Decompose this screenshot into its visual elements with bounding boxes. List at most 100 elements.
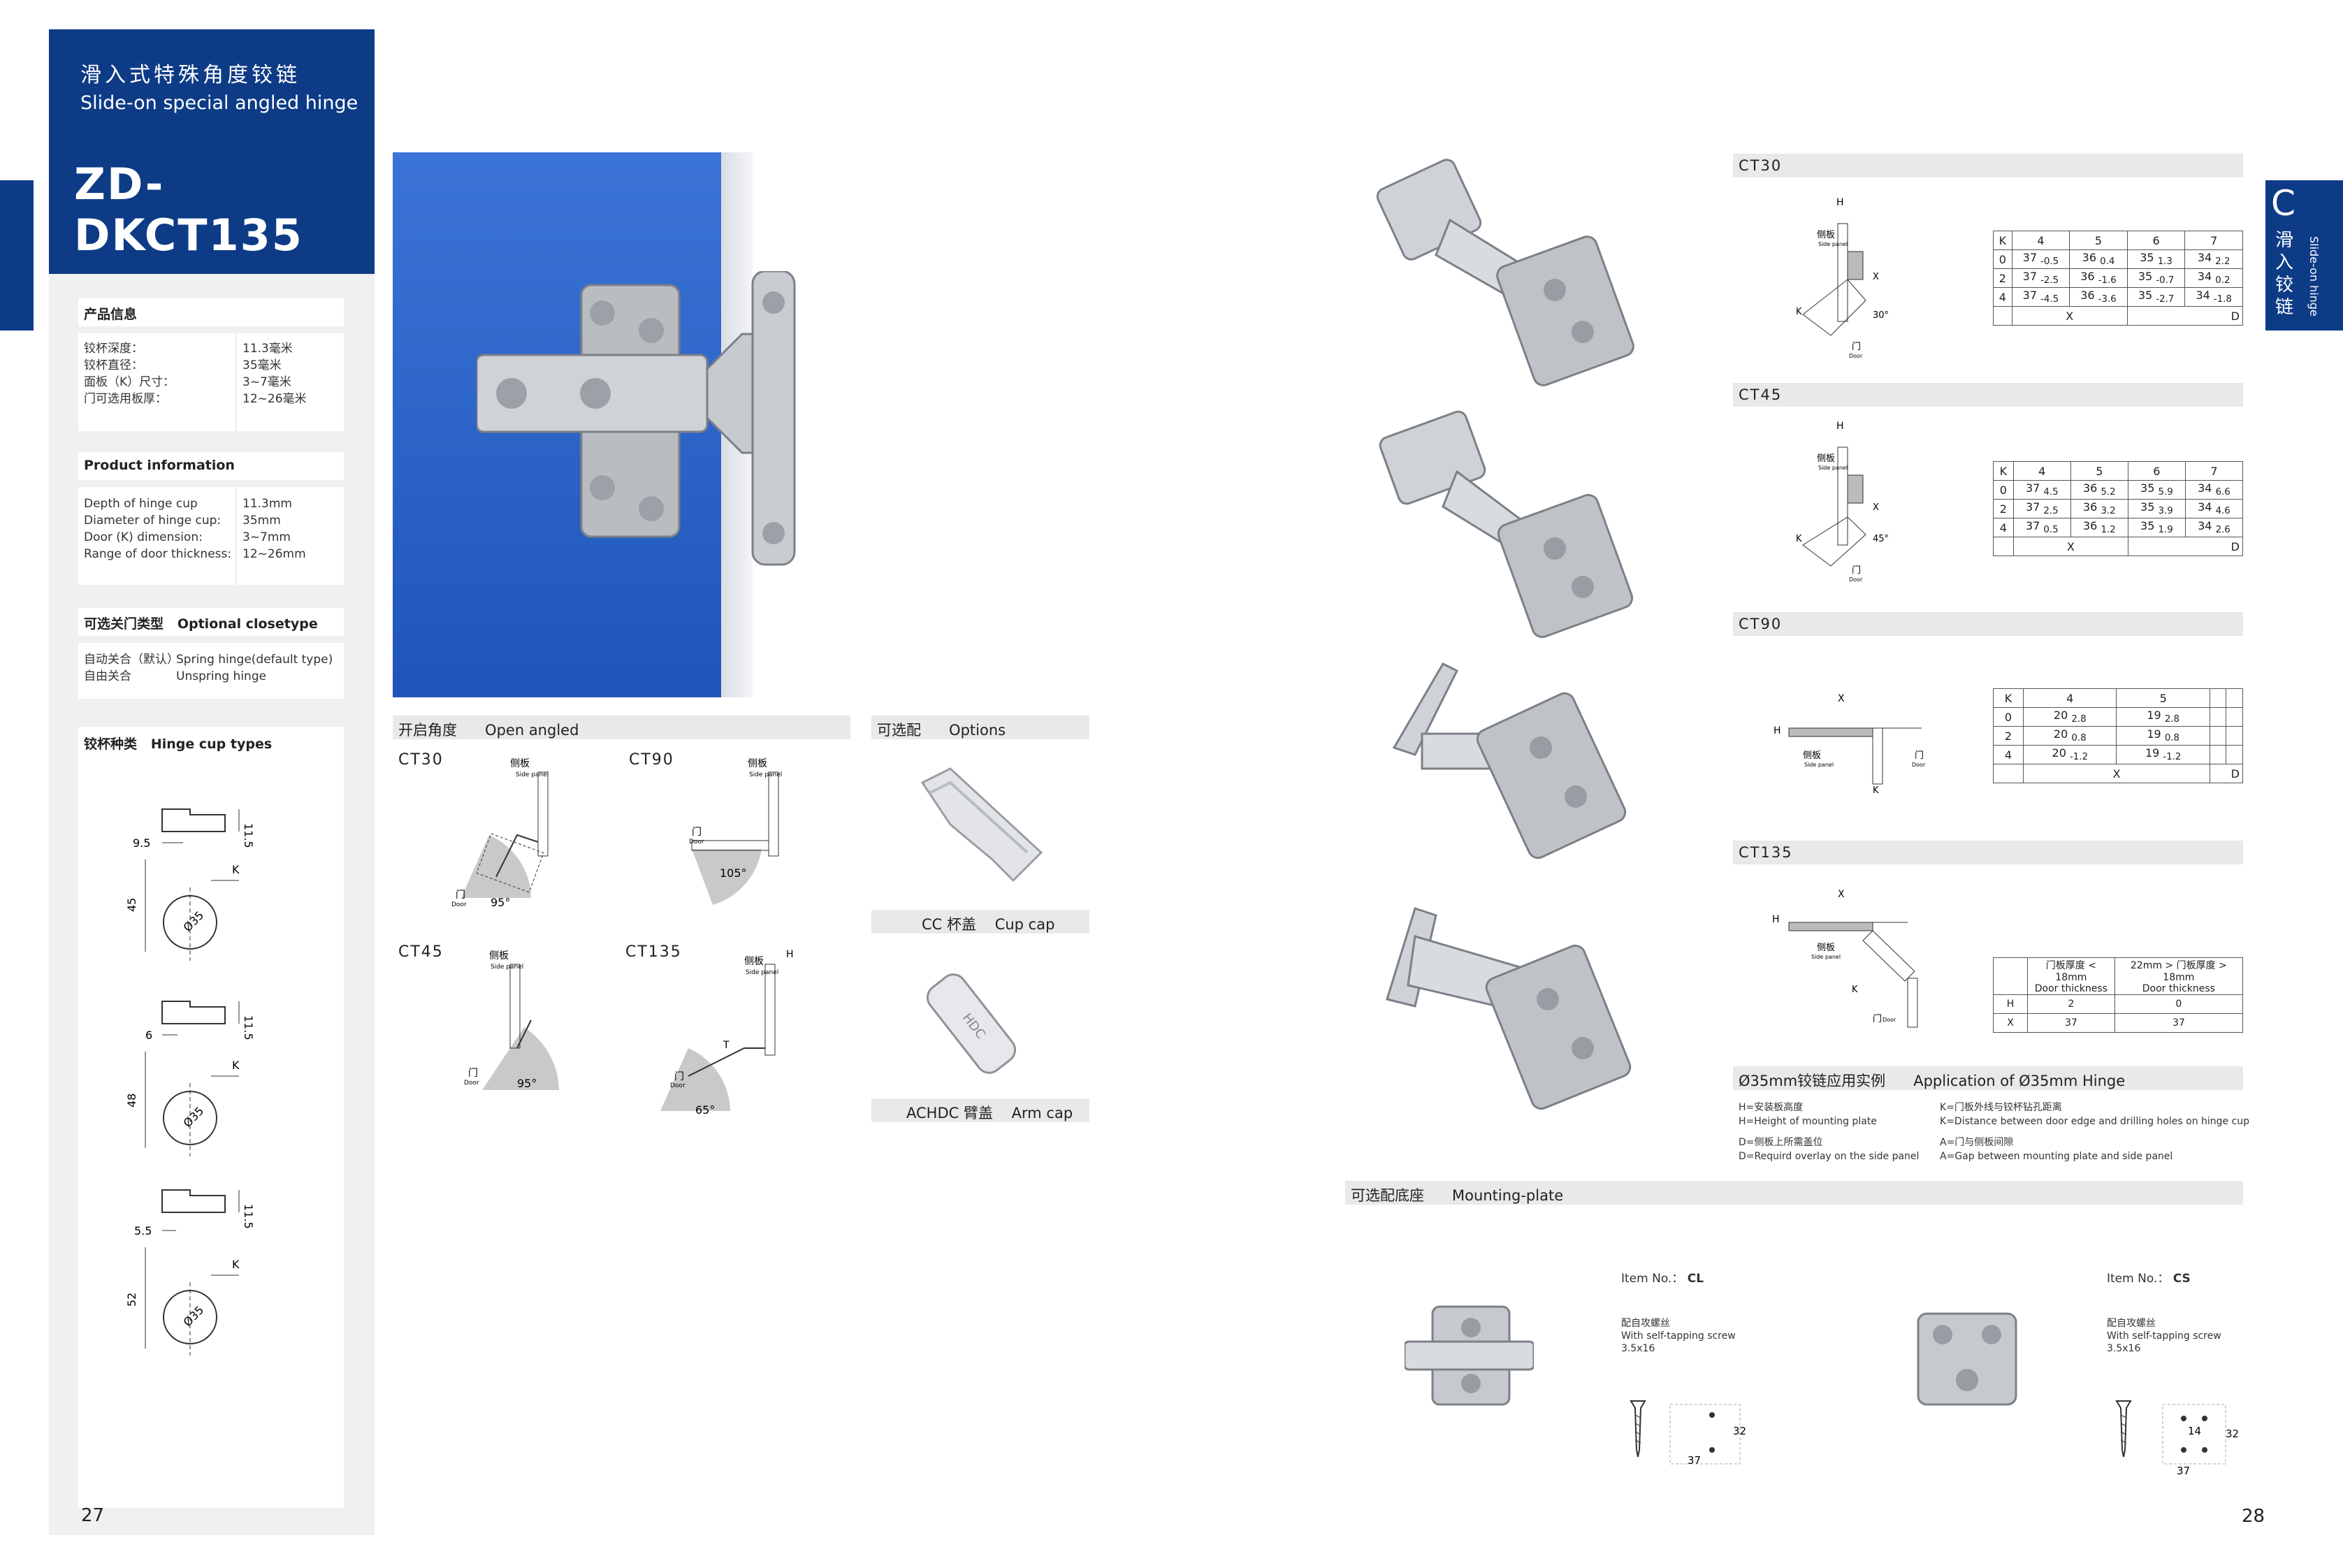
svg-text:侧板: 侧板 (748, 758, 767, 769)
svg-text:H: H (1772, 914, 1780, 925)
model-number: ZD-DKCT135 (74, 159, 303, 261)
angle-ct30-value: 95° (491, 896, 510, 909)
ct90-heading: CT90 (1739, 616, 1783, 632)
svg-text:37: 37 (2177, 1465, 2190, 1477)
ct30-bar: CT30 (1733, 154, 2243, 177)
title-cn: 滑入式特殊角度铰链 (80, 63, 300, 87)
cup-1-diameter: Ø35 (181, 908, 207, 934)
svg-text:侧板: 侧板 (1817, 453, 1835, 464)
application-bar: Ø35mm铰链应用实例 Application of Ø35mm Hinge (1733, 1066, 2243, 1090)
svg-text:Door: Door (670, 1082, 686, 1089)
svg-text:32: 32 (1733, 1425, 1746, 1437)
svg-text:X: X (1838, 693, 1845, 704)
svg-text:侧板: 侧板 (1817, 230, 1835, 240)
svg-text:32: 32 (2226, 1428, 2239, 1440)
svg-text:H: H (1836, 421, 1844, 432)
svg-text:H: H (786, 949, 794, 960)
cup-cap-icon (920, 767, 1043, 883)
mounting-cl-item: Item No.： CL (1621, 1272, 1704, 1286)
title-en: Slide-on special angled hinge (80, 92, 358, 114)
options-bar: 可选配 Options (871, 716, 1089, 739)
cup-type-diagram-2: 11.5 6 Ø35 48 K (127, 1001, 255, 1156)
ct30-diagram: H 侧板 Side panel X 30° K 门 Door (1796, 197, 1889, 359)
open-angled-bar: 开启角度 Open angled (393, 716, 850, 739)
cup-type-diagram-3: 11.5 5.5 Ø35 52 K (127, 1189, 255, 1356)
section-en: Slide-on hinge (2307, 236, 2321, 317)
product-info-en-values: 11.3mm 35mm 3~7mm 12~26mm (242, 497, 306, 561)
arm-cap-icon: HDC (926, 973, 1017, 1074)
ct90-bar: CT90 (1733, 612, 2243, 636)
mounting-plate-cs-photo (1917, 1312, 2017, 1406)
cup-3-diameter: Ø35 (181, 1303, 207, 1329)
product-info-heading-en: Product information (84, 458, 235, 473)
product-info-heading-cn: 产品信息 (84, 307, 138, 322)
ct30-heading: CT30 (1739, 157, 1783, 174)
ct30-angle: 30° (1873, 310, 1889, 321)
ct135-bar: CT135 (1733, 841, 2243, 864)
svg-text:Door: Door (451, 901, 467, 908)
mounting-cl-screw: 配自攻螺丝 With self-tapping screw 3.5x16 (1621, 1318, 1736, 1354)
cup-1-k: K (232, 863, 240, 876)
cup-2-offset: 6 (145, 1029, 152, 1042)
svg-text:门: 门 (692, 827, 702, 838)
product-info-cn-box: 铰杯深度： 铰杯直径： 面板（K）尺寸： 门可选用板厚： 11.3毫米 35毫米… (78, 333, 344, 431)
mounting-cs-item: Item No.： CS (2107, 1272, 2191, 1286)
mounting-plate-cl-photo (1405, 1305, 1534, 1406)
svg-text:Door: Door (1849, 353, 1863, 359)
section-letter: C (2271, 183, 2295, 224)
closetype-heading: 可选关门类型 Optional closetype (84, 616, 318, 632)
mounting-bar: 可选配底座 Mounting-plate (1345, 1181, 2243, 1205)
angle-ct45: CT45 侧板 Side panel 门 Door 95° (398, 943, 608, 1111)
svg-text:侧板: 侧板 (744, 956, 764, 967)
cup-2-height: 11.5 (242, 1015, 255, 1040)
closetype-box: 自动关合（默认） 自由关合 Spring hinge(default type)… (78, 643, 344, 699)
svg-text:Side panel: Side panel (516, 771, 549, 778)
svg-text:Door: Door (464, 1080, 479, 1087)
ct45-diagram: H 侧板 Side panel X 45° K 门 Door (1796, 421, 1889, 583)
ct45-angle: 45° (1873, 534, 1889, 544)
closetype-heading-box: 可选关门类型 Optional closetype (78, 608, 344, 636)
cup-1-height: 11.5 (242, 823, 255, 848)
svg-text:K: K (1852, 985, 1858, 995)
angle-ct90-value: 105° (720, 866, 747, 880)
cup-3-height: 11.5 (242, 1204, 255, 1229)
open-angled-heading: 开启角度 Open angled (398, 722, 579, 739)
cup-1-distance: 45 (127, 898, 138, 912)
ct45-heading: CT45 (1739, 386, 1783, 403)
svg-text:H: H (1836, 197, 1844, 208)
options-heading: 可选配 Options (877, 722, 1006, 739)
svg-text:K: K (1796, 307, 1802, 317)
svg-text:门: 门 (468, 1068, 478, 1079)
svg-text:Side panel: Side panel (746, 969, 778, 976)
mounting-cs-screw: 配自攻螺丝 With self-tapping screw 3.5x16 (2107, 1318, 2221, 1354)
cup-2-distance: 48 (127, 1094, 138, 1108)
svg-text:H: H (1773, 725, 1781, 736)
ct45-bar: CT45 (1733, 383, 2243, 407)
angle-ct30: CT30 侧板 Side panel 门 Door 95° (398, 751, 549, 909)
application-heading: Ø35mm铰链应用实例 Application of Ø35mm Hinge (1739, 1073, 2126, 1089)
svg-text:侧板: 侧板 (1803, 750, 1821, 761)
svg-text:Door: Door (1849, 576, 1863, 583)
section-tab: C 滑入铰链 Slide-on hinge (2265, 180, 2343, 331)
ct135-diagram: X H 侧板 Side panel K 门 Door (1772, 889, 1918, 1028)
angle-ct45-value: 95° (517, 1077, 537, 1090)
arm-cap-label: ACHDC 臂盖 Arm cap (906, 1105, 1073, 1121)
cup-cap-label-bar: CC 杯盖 Cup cap (871, 910, 1089, 934)
svg-text:门: 门 (1915, 750, 1924, 761)
product-info-en-box: Depth of hinge cup Diameter of hinge cup… (78, 487, 344, 585)
cup-type-diagram-1: 11.5 9.5 Ø35 45 K (127, 808, 255, 961)
angle-ct135: CT135 侧板 Side panel H T 门 Door 65° (625, 943, 794, 1117)
ct90-diagram: X H 侧板 Side panel K 门 Door (1773, 693, 1926, 796)
ct135-table: 门板厚度 < 18mm Door thickness 22mm > 门板厚度 >… (1993, 957, 2244, 1033)
closetype-cn-1: 自动关合（默认） (84, 653, 179, 667)
svg-text:X: X (1873, 272, 1879, 282)
svg-text:Door: Door (1883, 1017, 1896, 1023)
svg-text:Side panel: Side panel (749, 771, 782, 778)
svg-text:K: K (1873, 785, 1879, 796)
svg-text:侧板: 侧板 (1817, 943, 1835, 953)
